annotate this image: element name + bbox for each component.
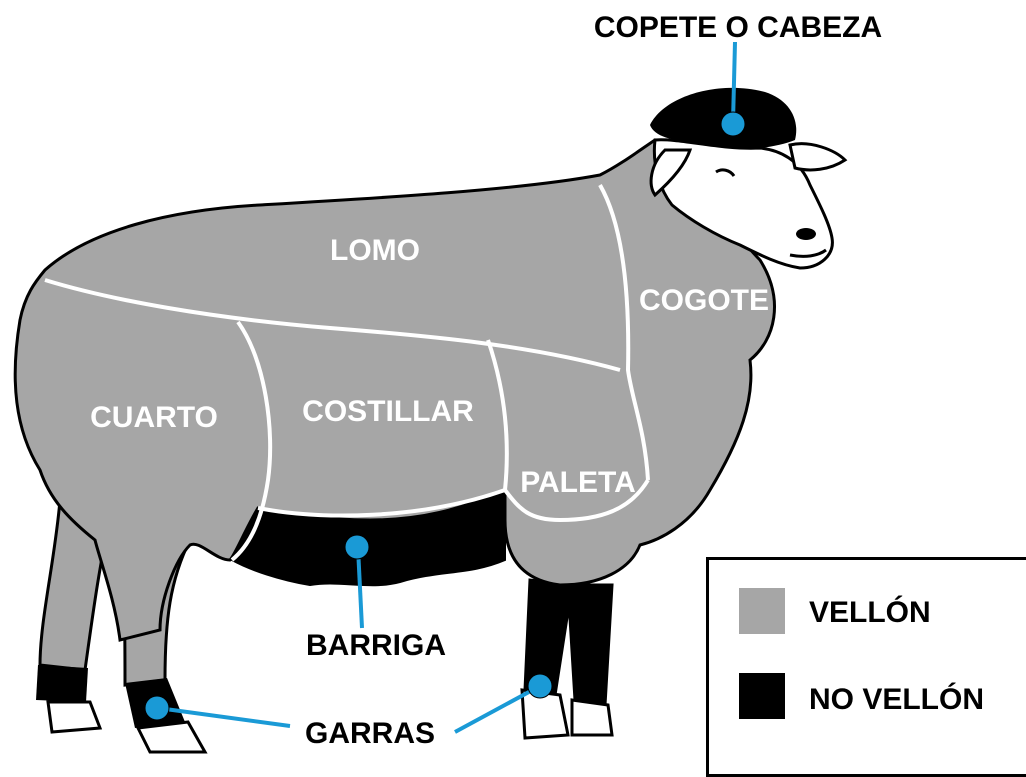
label-lomo: LOMO [330, 234, 420, 267]
label-costillar: COSTILLAR [302, 395, 474, 428]
marker-copete [720, 111, 746, 137]
sheep-face [652, 138, 834, 270]
sheep-mouth [789, 248, 827, 258]
legend-swatch-fleece [739, 588, 785, 634]
divider-cogote [598, 184, 650, 481]
divider-costillar [257, 339, 509, 518]
sheep-ear-right [788, 142, 848, 172]
hoof-back-near [135, 720, 208, 754]
divider-cuarto [230, 320, 273, 562]
label-cuarto: CUARTO [90, 401, 218, 434]
label-garras: GARRAS [304, 717, 436, 750]
divider-paleta [503, 478, 650, 523]
hoof-back-far [46, 700, 103, 734]
leader-barriga [356, 547, 364, 629]
sheep-fleece-diagram: LOMO COGOTE CUARTO COSTILLAR PALETA COPE… [13, 11, 1026, 777]
marker-barriga [344, 534, 370, 560]
divider-lomo [44, 278, 621, 372]
legend: VELLÓN NO VELLÓN [706, 557, 1026, 777]
sheep-nose [796, 228, 816, 240]
marker-garras-back [144, 695, 170, 721]
front-leg-far [566, 583, 614, 707]
label-cogote: COGOTE [638, 284, 770, 317]
label-copete: COPETE O CABEZA [593, 11, 883, 44]
leader-garras-back [157, 706, 291, 728]
legend-label-non-fleece: NO VELLÓN [809, 683, 985, 716]
sheep-eye [715, 168, 736, 177]
leader-copete [731, 41, 737, 123]
hoof-front-far [570, 698, 614, 737]
legend-label-fleece: VELLÓN [809, 596, 931, 629]
leader-garras-front [454, 684, 541, 734]
leader-lines [157, 41, 737, 734]
sheep-illustration [13, 41, 848, 754]
marker-garras-front [527, 673, 553, 699]
legend-swatch-non-fleece [739, 673, 785, 719]
garra-back-far [36, 665, 88, 702]
label-barriga: BARRIGA [306, 629, 446, 662]
label-paleta: PALETA [520, 466, 636, 499]
body-fleece [13, 138, 776, 642]
sheep-ear-left [649, 148, 693, 198]
